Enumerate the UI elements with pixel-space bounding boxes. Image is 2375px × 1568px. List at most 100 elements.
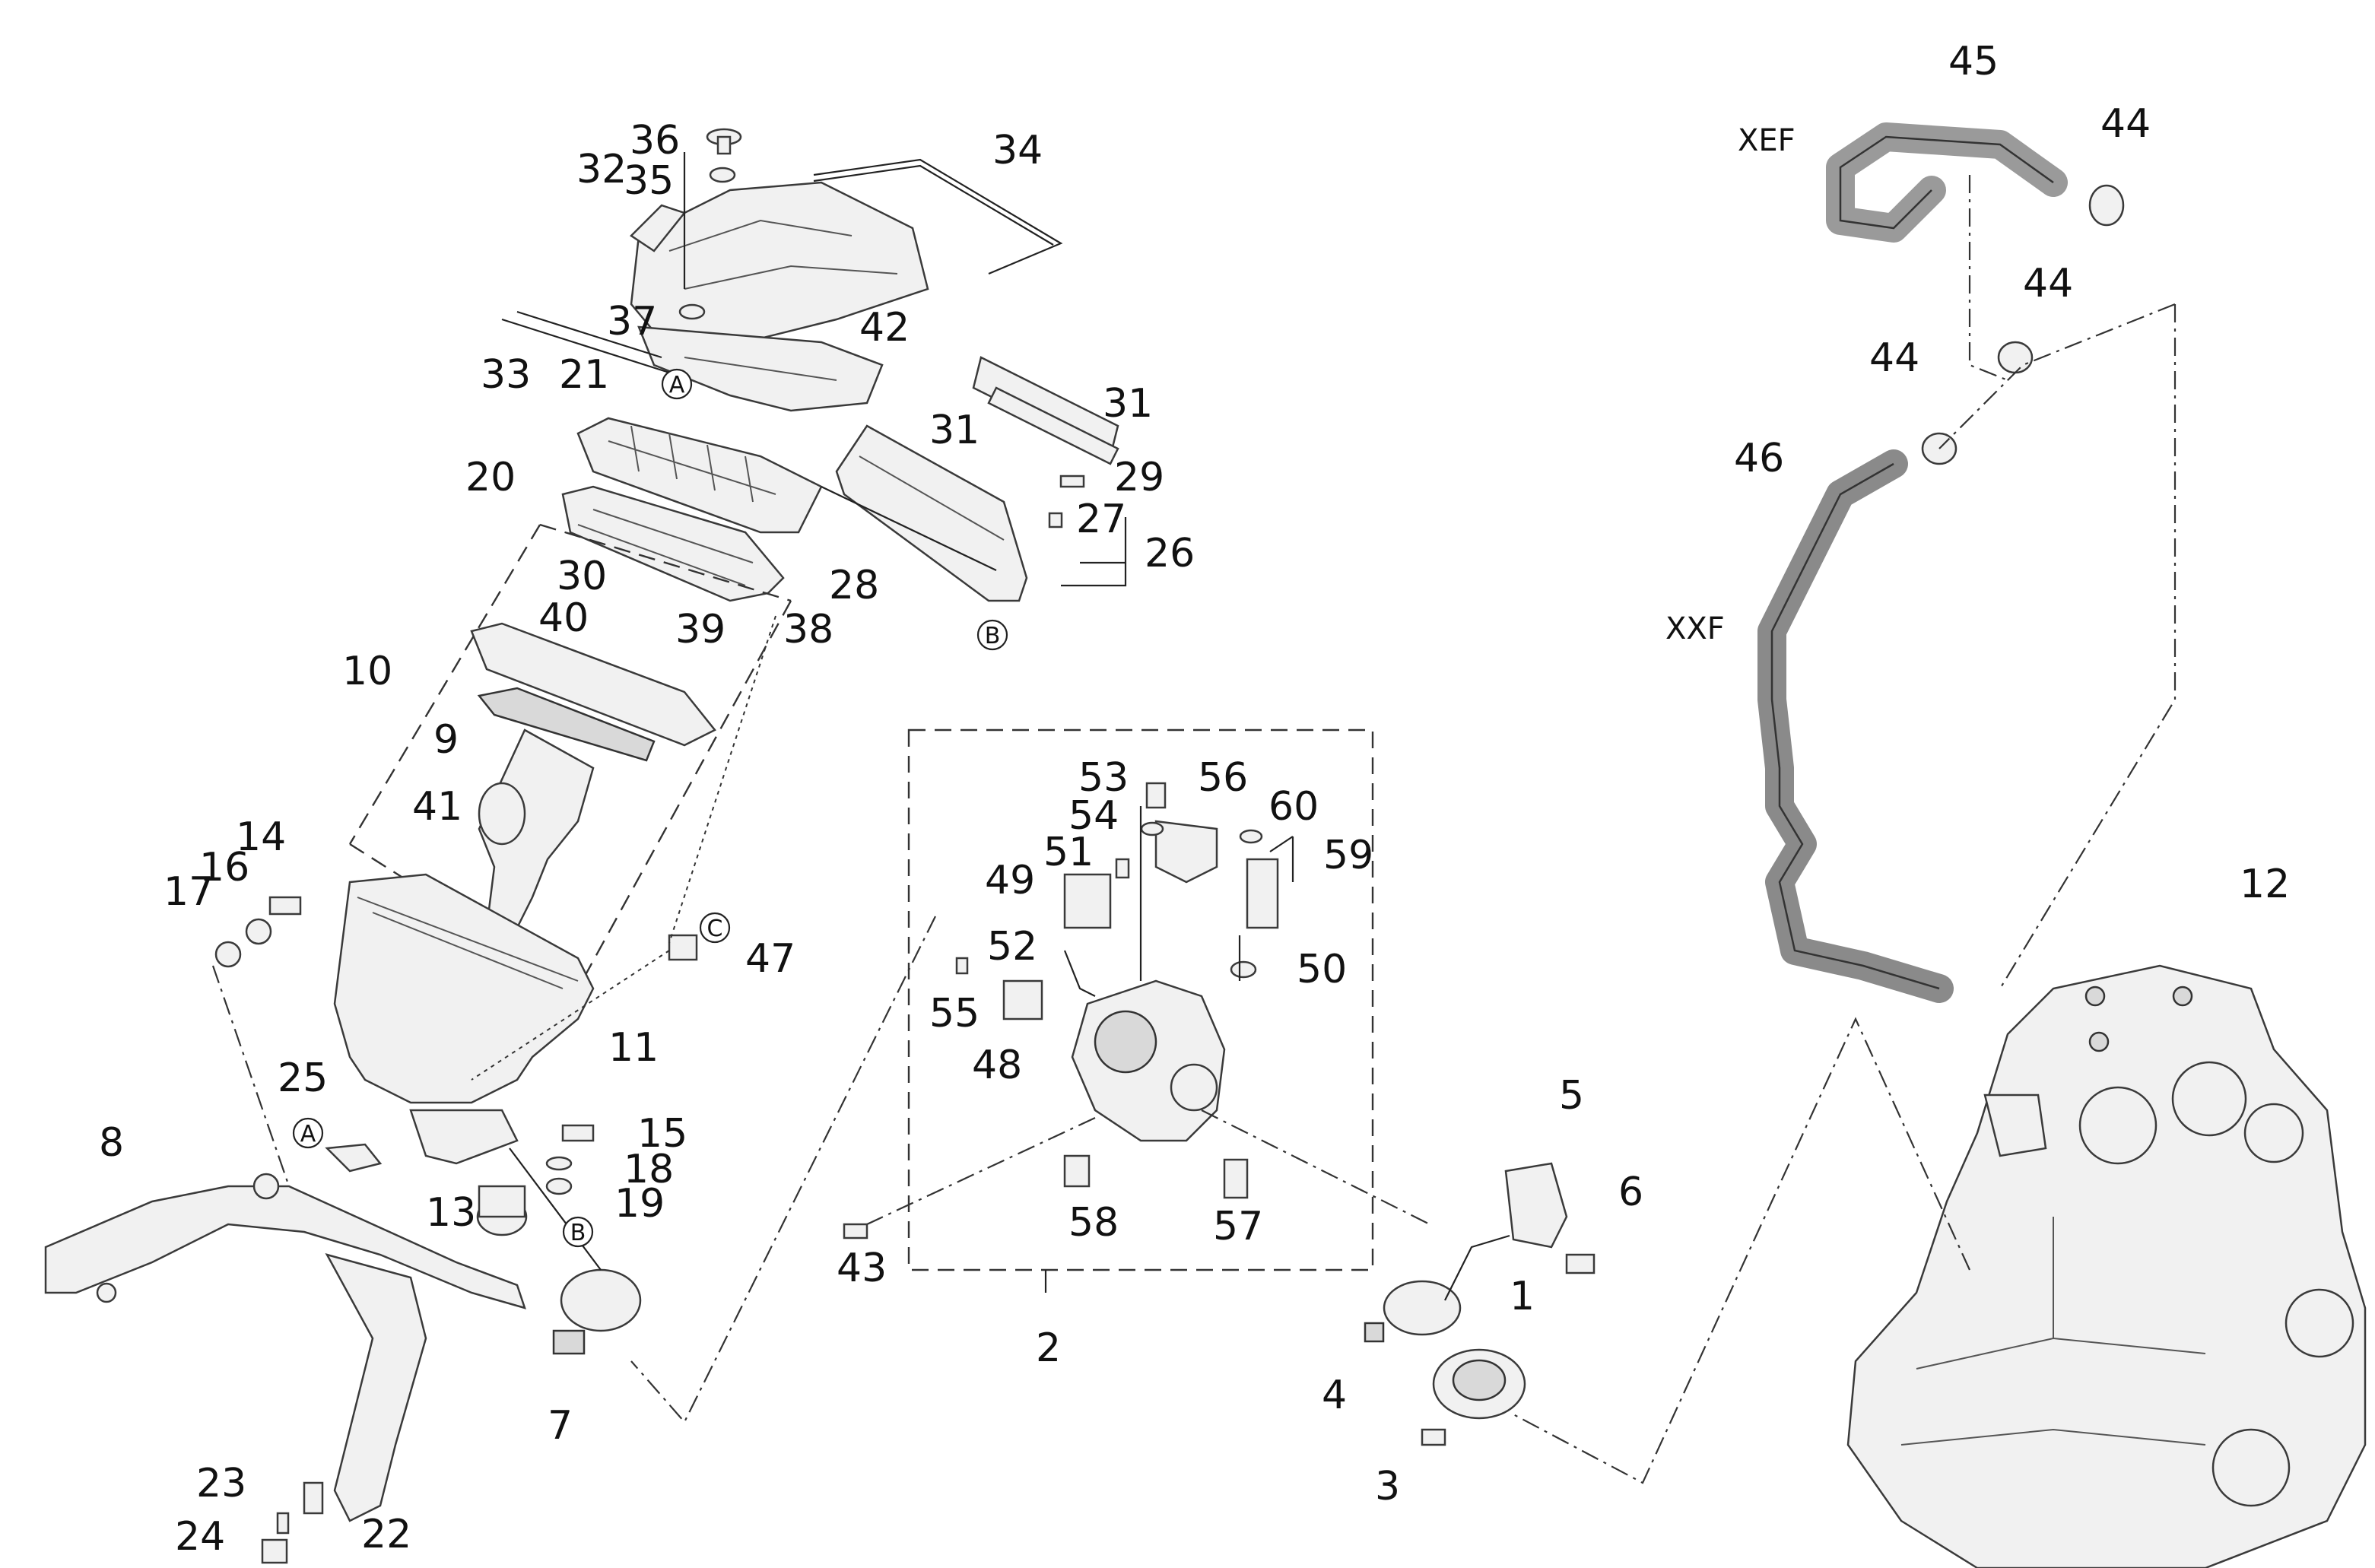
callout-17: 17 (164, 869, 214, 915)
hose-52 (1063, 950, 1096, 997)
ref-mark-a-top: A (661, 368, 693, 400)
callout-27: 27 (1076, 497, 1126, 542)
callout-23: 23 (196, 1461, 246, 1506)
oring-50 (1230, 960, 1257, 979)
rivet-36 (706, 128, 742, 155)
callout-42: 42 (859, 305, 910, 351)
callout-1: 1 (1510, 1274, 1535, 1319)
seal-28 (821, 486, 997, 571)
callout-5: 5 (1559, 1073, 1584, 1119)
cable-33 (501, 310, 670, 374)
subframe-8 (44, 1173, 526, 1522)
oring-60 (1239, 829, 1263, 844)
sensor-57 (1223, 1158, 1249, 1199)
callout-32: 32 (576, 147, 627, 192)
callout-31-left: 31 (929, 408, 980, 453)
callout-38: 38 (783, 607, 833, 652)
callout-30: 30 (557, 554, 607, 599)
callout-36: 36 (630, 118, 680, 163)
callout-22: 22 (361, 1512, 411, 1557)
callout-19: 19 (614, 1181, 665, 1227)
ref-mark-b-top: B (976, 619, 1008, 651)
clamp-4 (1364, 1280, 1462, 1343)
filter-frame-21 (576, 417, 823, 534)
callout-9: 9 (433, 717, 459, 763)
callout-33: 33 (481, 352, 531, 398)
intake-flange-1 (1432, 1348, 1526, 1420)
callout-numbers: 1 2 3 4 5 6 7 8 9 10 11 12 13 14 15 16 1… (99, 39, 2290, 1560)
callout-12: 12 (2240, 862, 2290, 907)
sensor-cover-5 (1504, 1162, 1568, 1249)
bolt-14 (268, 896, 302, 916)
screw-43 (843, 1223, 868, 1239)
hose-46 (1757, 449, 1954, 1003)
cover-seal-strip (813, 158, 1063, 275)
hose-clamp-44-b (1997, 341, 2034, 374)
callout-3: 3 (1375, 1464, 1400, 1509)
callout-43: 43 (837, 1246, 887, 1291)
svg-text:A: A (669, 372, 685, 398)
screw-27 (1048, 512, 1063, 528)
svg-text:B: B (985, 623, 1001, 649)
callout-37: 37 (607, 299, 657, 344)
callout-59: 59 (1323, 833, 1373, 878)
bushing-16 (245, 918, 272, 945)
hose-45 (1826, 122, 2068, 243)
foam-31 (972, 356, 1119, 465)
callout-46: 46 (1734, 436, 1784, 481)
bolt-6 (1565, 1253, 1596, 1274)
washer-54 (1140, 821, 1164, 836)
screw-51 (1115, 858, 1130, 879)
callout-20: 20 (465, 455, 516, 500)
callout-44-a: 44 (2100, 101, 2151, 147)
bushing-17 (214, 941, 242, 968)
callout-28: 28 (829, 563, 879, 608)
callout-14: 14 (236, 814, 286, 860)
callout-21: 21 (559, 352, 609, 398)
airbox-lower-11 (333, 873, 595, 1165)
callout-15: 15 (637, 1111, 687, 1157)
throttle-body (1071, 979, 1226, 1142)
screw-29 (1059, 475, 1085, 488)
callout-24: 24 (175, 1514, 225, 1560)
screw-3 (1421, 1428, 1446, 1446)
airbox-cover (630, 181, 929, 412)
callout-11: 11 (608, 1025, 659, 1071)
variant-label-xef: XEF (1738, 123, 1796, 158)
callout-50: 50 (1297, 947, 1347, 992)
callout-16: 16 (199, 845, 249, 890)
hose-clamp-44-a (2088, 184, 2125, 227)
callout-44-c: 44 (1869, 335, 1919, 381)
callout-34: 34 (992, 128, 1043, 173)
callout-8: 8 (99, 1120, 124, 1166)
bolt-15 (561, 1124, 595, 1142)
svg-text:A: A (300, 1121, 316, 1147)
callout-56: 56 (1198, 755, 1248, 801)
sensor-49 (1063, 873, 1112, 929)
callout-54: 54 (1068, 793, 1119, 839)
screw-23 (276, 1512, 290, 1535)
breather-47 (668, 934, 698, 961)
callout-60: 60 (1268, 784, 1319, 830)
callout-52: 52 (987, 924, 1037, 970)
callout-57: 57 (1213, 1204, 1263, 1249)
callout-47: 47 (745, 936, 795, 982)
callout-45: 45 (1948, 39, 1999, 84)
bolt-22 (303, 1481, 324, 1515)
bushing-19 (545, 1177, 573, 1195)
variant-label-xxf: XXF (1665, 611, 1725, 646)
callout-25: 25 (278, 1055, 328, 1101)
callout-7: 7 (548, 1403, 573, 1449)
svg-text:B: B (570, 1220, 586, 1246)
callout-10: 10 (342, 649, 392, 694)
callout-40: 40 (538, 595, 589, 641)
callout-6: 6 (1618, 1170, 1643, 1215)
bracket-25 (325, 1143, 383, 1173)
callout-26: 26 (1145, 531, 1195, 576)
injector-59 (1246, 858, 1279, 929)
ref-mark-b-bottom: B (562, 1216, 594, 1248)
callout-13: 13 (426, 1190, 476, 1236)
filter-element-20 (561, 485, 785, 602)
screw-55 (955, 957, 969, 975)
